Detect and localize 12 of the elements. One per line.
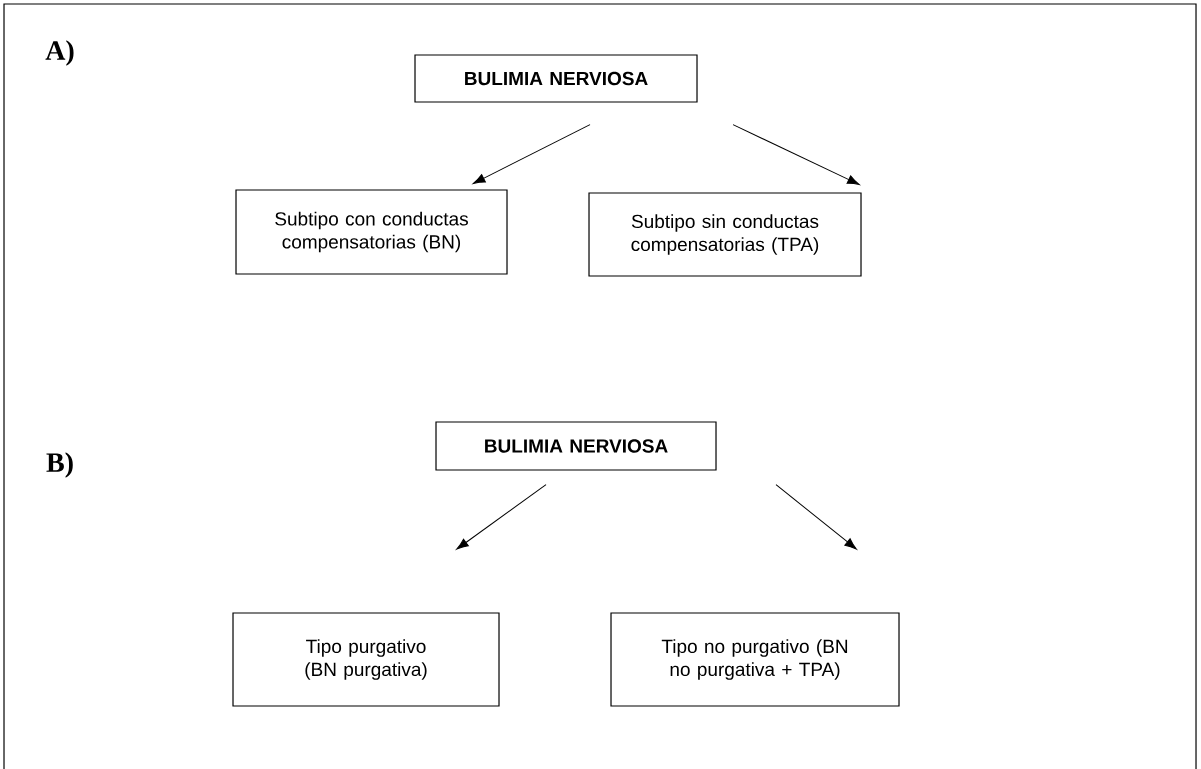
title-box: BULIMIA NERVIOSA — [414, 54, 698, 103]
panel-label: B) — [46, 452, 73, 478]
arrow — [472, 124, 591, 184]
arrow — [456, 484, 547, 550]
category-box: Tipo no purgativo (BN no purgativa + TPA) — [610, 612, 900, 707]
title-box: BULIMIA NERVIOSA — [435, 421, 717, 471]
category-box: Subtipo sin conductas compensatorias (TPA) — [588, 192, 862, 277]
category-box: Tipo purgativo (BN purgativa) — [232, 612, 500, 707]
panel-label: A) — [45, 40, 74, 66]
arrow — [775, 484, 857, 550]
arrow — [732, 124, 860, 185]
category-box: Subtipo con conductas compensatorias (BN) — [235, 189, 508, 275]
